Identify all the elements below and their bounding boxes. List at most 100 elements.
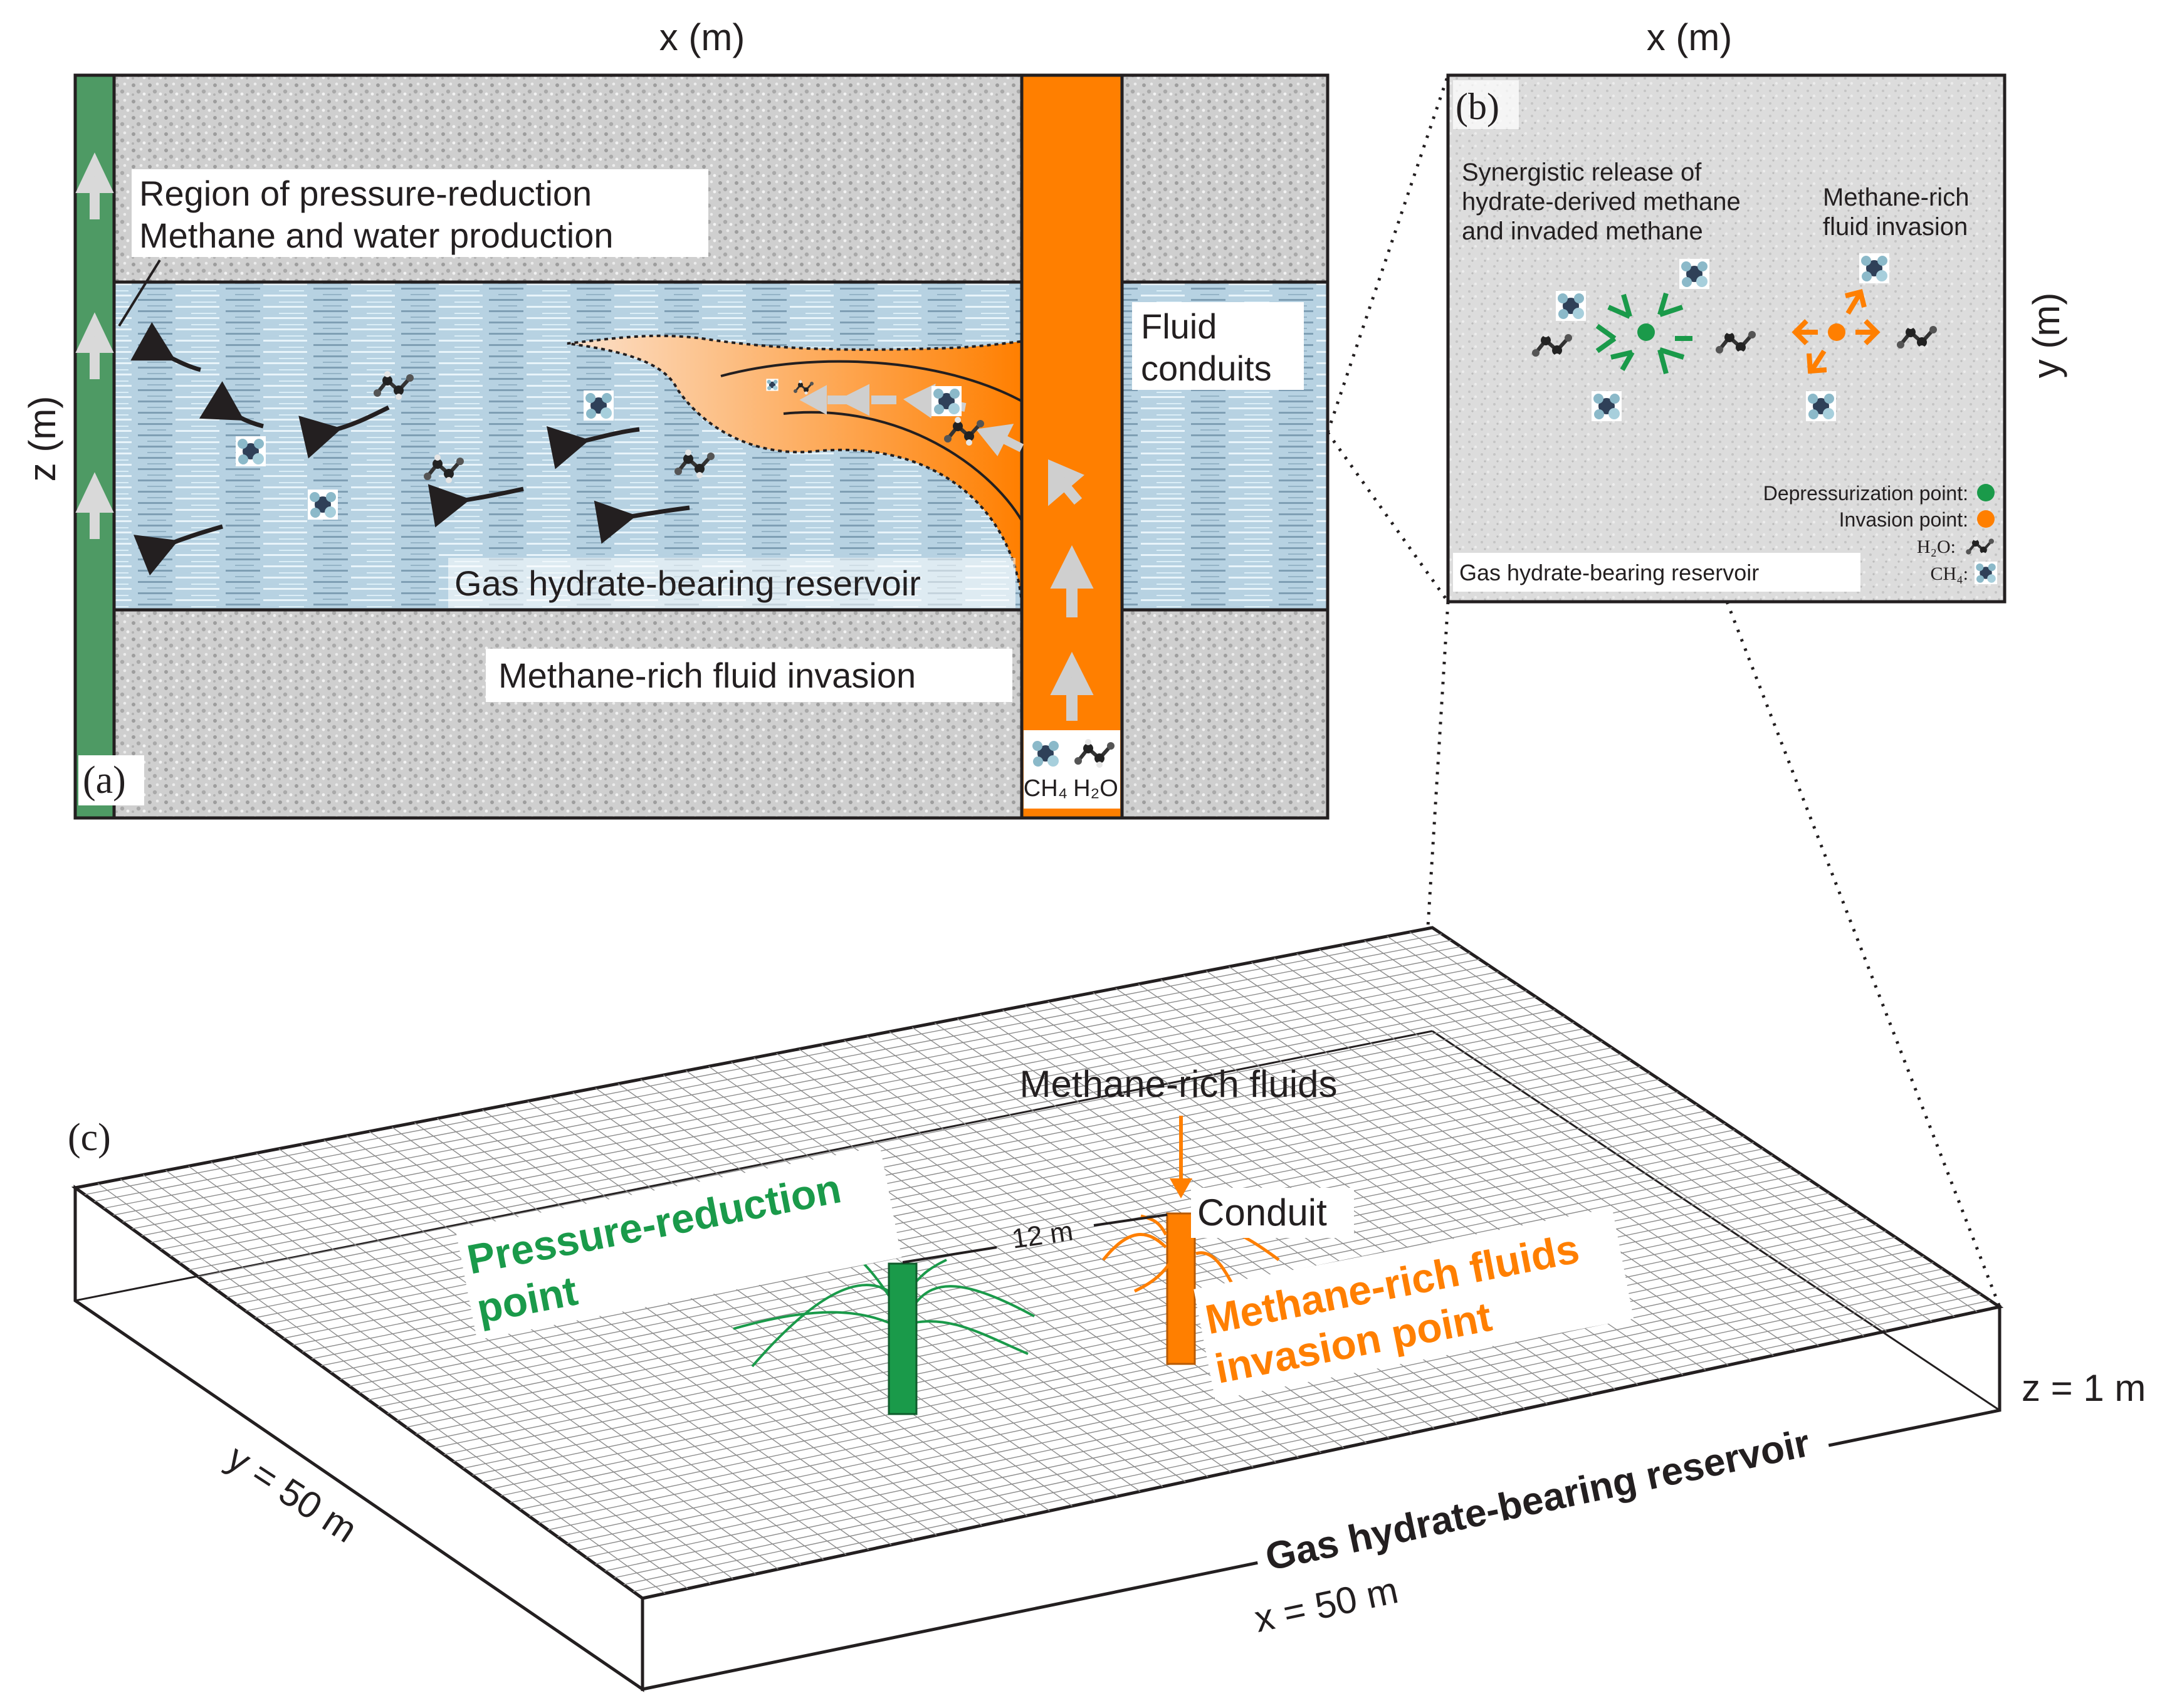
flow-arrow-icon — [130, 322, 201, 372]
conduit-diag-arrow — [1048, 459, 1084, 506]
panel-b-reservoir-label: Gas hydrate-bearing reservoir — [1459, 560, 1759, 585]
mesh-line — [567, 1255, 1924, 1544]
panel-a: x (m) z (m) — [21, 16, 1330, 820]
ch4-molecule-icon — [1975, 562, 1997, 584]
pressure-flow-line — [915, 1320, 1029, 1355]
conduit-up-arrow-1 — [1050, 651, 1094, 721]
panel-a-x-axis-label: x (m) — [659, 16, 745, 58]
outward-arrow — [1807, 349, 1827, 374]
mesh-line — [585, 1268, 1943, 1558]
ch4-molecule-icon — [1556, 291, 1586, 321]
invasion-label-line1: Methane-rich — [1823, 184, 1969, 211]
zoom-connector — [1326, 431, 1450, 603]
mesh-line — [1274, 957, 1842, 1341]
mesh-line — [595, 1274, 1953, 1565]
plume-flowline-2 — [783, 411, 1029, 533]
reservoir-label: Gas hydrate-bearing reservoir — [454, 563, 921, 603]
panel-a-z-axis-label: z (m) — [21, 396, 63, 482]
mesh-line — [614, 1287, 1971, 1578]
ch4-molecule-icon — [308, 490, 338, 520]
fluids-down-arrow-head — [1170, 1178, 1192, 1198]
fluid-conduit-label-box — [1132, 302, 1304, 390]
ch4-molecule-icon — [1679, 259, 1709, 289]
methane-conduit — [1166, 1212, 1196, 1365]
flow-arrow-icon — [594, 500, 690, 544]
plume-arrow-3 — [837, 384, 896, 416]
reservoir-label-box — [448, 558, 1015, 608]
reservoir-block-hidden-edge — [75, 1030, 1433, 1302]
panel-b-tag-box — [1453, 80, 1519, 129]
mesh-line — [1409, 931, 1978, 1312]
mesh-line — [1296, 953, 1864, 1337]
conduit-outflow-arrow — [1102, 1233, 1167, 1261]
well-up-arrow-1 — [75, 152, 114, 219]
mesh-line — [576, 1262, 1934, 1551]
ch4-molecule-icon — [236, 436, 266, 466]
synergy-label-line2: hydrate-derived methane — [1462, 188, 1741, 216]
panel-b-x-axis-label: x (m) — [1647, 16, 1733, 58]
invasion-label-line2: fluid invasion — [1823, 213, 1968, 241]
zoom-connector — [1326, 75, 1450, 433]
pressure-flow-line — [733, 1311, 903, 1330]
mesh-line — [623, 1294, 1981, 1585]
fluid-label: Fluid — [1141, 306, 1217, 346]
inward-arrow — [1607, 293, 1632, 319]
reservoir-label-box — [1251, 1408, 1833, 1585]
inward-arrow — [1610, 350, 1635, 371]
conduit-outflow-arrow — [1133, 1259, 1174, 1293]
mesh-line — [1228, 966, 1797, 1351]
conduit-h2o-label: H₂O — [1073, 775, 1118, 802]
inward-arrow — [1595, 323, 1617, 354]
invasion-label-box — [486, 649, 1012, 702]
invasion-label-box — [1194, 1208, 1634, 1400]
invasion-label: Methane-rich fluid invasion — [498, 656, 916, 695]
mesh-line — [1341, 945, 1910, 1327]
zoom-connector — [1426, 601, 1450, 927]
flow-arrow-icon — [298, 405, 390, 459]
legend-invasion-dot — [1977, 510, 1995, 528]
panel-b-y-axis-label: y (m) — [2025, 293, 2067, 379]
reservoir-block-hidden-edge — [1432, 1030, 2000, 1412]
dimension-z-label: z = 1 m — [2022, 1367, 2146, 1409]
legend-ch4-label: CH₄: — [1931, 563, 1968, 584]
legend-depressurization-dot — [1977, 484, 1995, 501]
mesh-line — [1251, 961, 1819, 1346]
panel-a-tag: (a) — [83, 759, 126, 802]
outward-arrow — [1845, 289, 1867, 315]
panel-b-tag: (b) — [1456, 86, 1499, 127]
synergy-label-line1: Synergistic release of — [1462, 159, 1702, 186]
water-production-label: Methane and water production — [139, 216, 614, 255]
pressure-label-box — [455, 1146, 902, 1340]
synergy-label-line3: and invaded methane — [1462, 217, 1703, 245]
outward-arrow — [1855, 319, 1881, 345]
legend-h2o-label: H₂O: — [1917, 537, 1956, 557]
conduit-up-arrow-2 — [1050, 545, 1094, 617]
ch4-molecule-icon — [766, 379, 779, 391]
conduit-ch4-label: CH₄ — [1024, 775, 1068, 802]
conduit-outflow-arrow — [1140, 1214, 1168, 1236]
panel-c: (c) 12 m Methane-rich fluids Conduit — [68, 926, 2146, 1692]
flow-arrow-icon — [199, 381, 264, 429]
pressure-flow-line — [914, 1285, 1035, 1318]
distance-line — [902, 1246, 997, 1264]
depressurization-point — [1637, 323, 1655, 341]
well-up-arrow-3 — [75, 472, 114, 539]
inward-arrow — [1657, 347, 1685, 375]
ch4-molecule-icon — [1592, 391, 1622, 421]
plume-flowline-1 — [720, 360, 1022, 402]
ch4-molecule-icon — [1859, 253, 1889, 283]
ch4-molecule-icon — [1806, 391, 1836, 421]
mesh-line — [1387, 936, 1955, 1318]
ch4-molecule-icon — [931, 386, 962, 416]
conduits-label: conduits — [1141, 348, 1272, 388]
panel-a-tag-box — [78, 755, 144, 805]
pressure-reduction-well — [888, 1262, 918, 1415]
ch4-molecule-icon — [1031, 738, 1061, 768]
conduit-label: Conduit — [1197, 1192, 1327, 1234]
mesh-line — [1364, 940, 1933, 1322]
legend-invasion-label: Invasion point: — [1839, 508, 1968, 531]
plume-arrow-4 — [799, 385, 846, 415]
distance-line — [1093, 1213, 1168, 1227]
plume-arrow-1 — [975, 424, 1024, 456]
